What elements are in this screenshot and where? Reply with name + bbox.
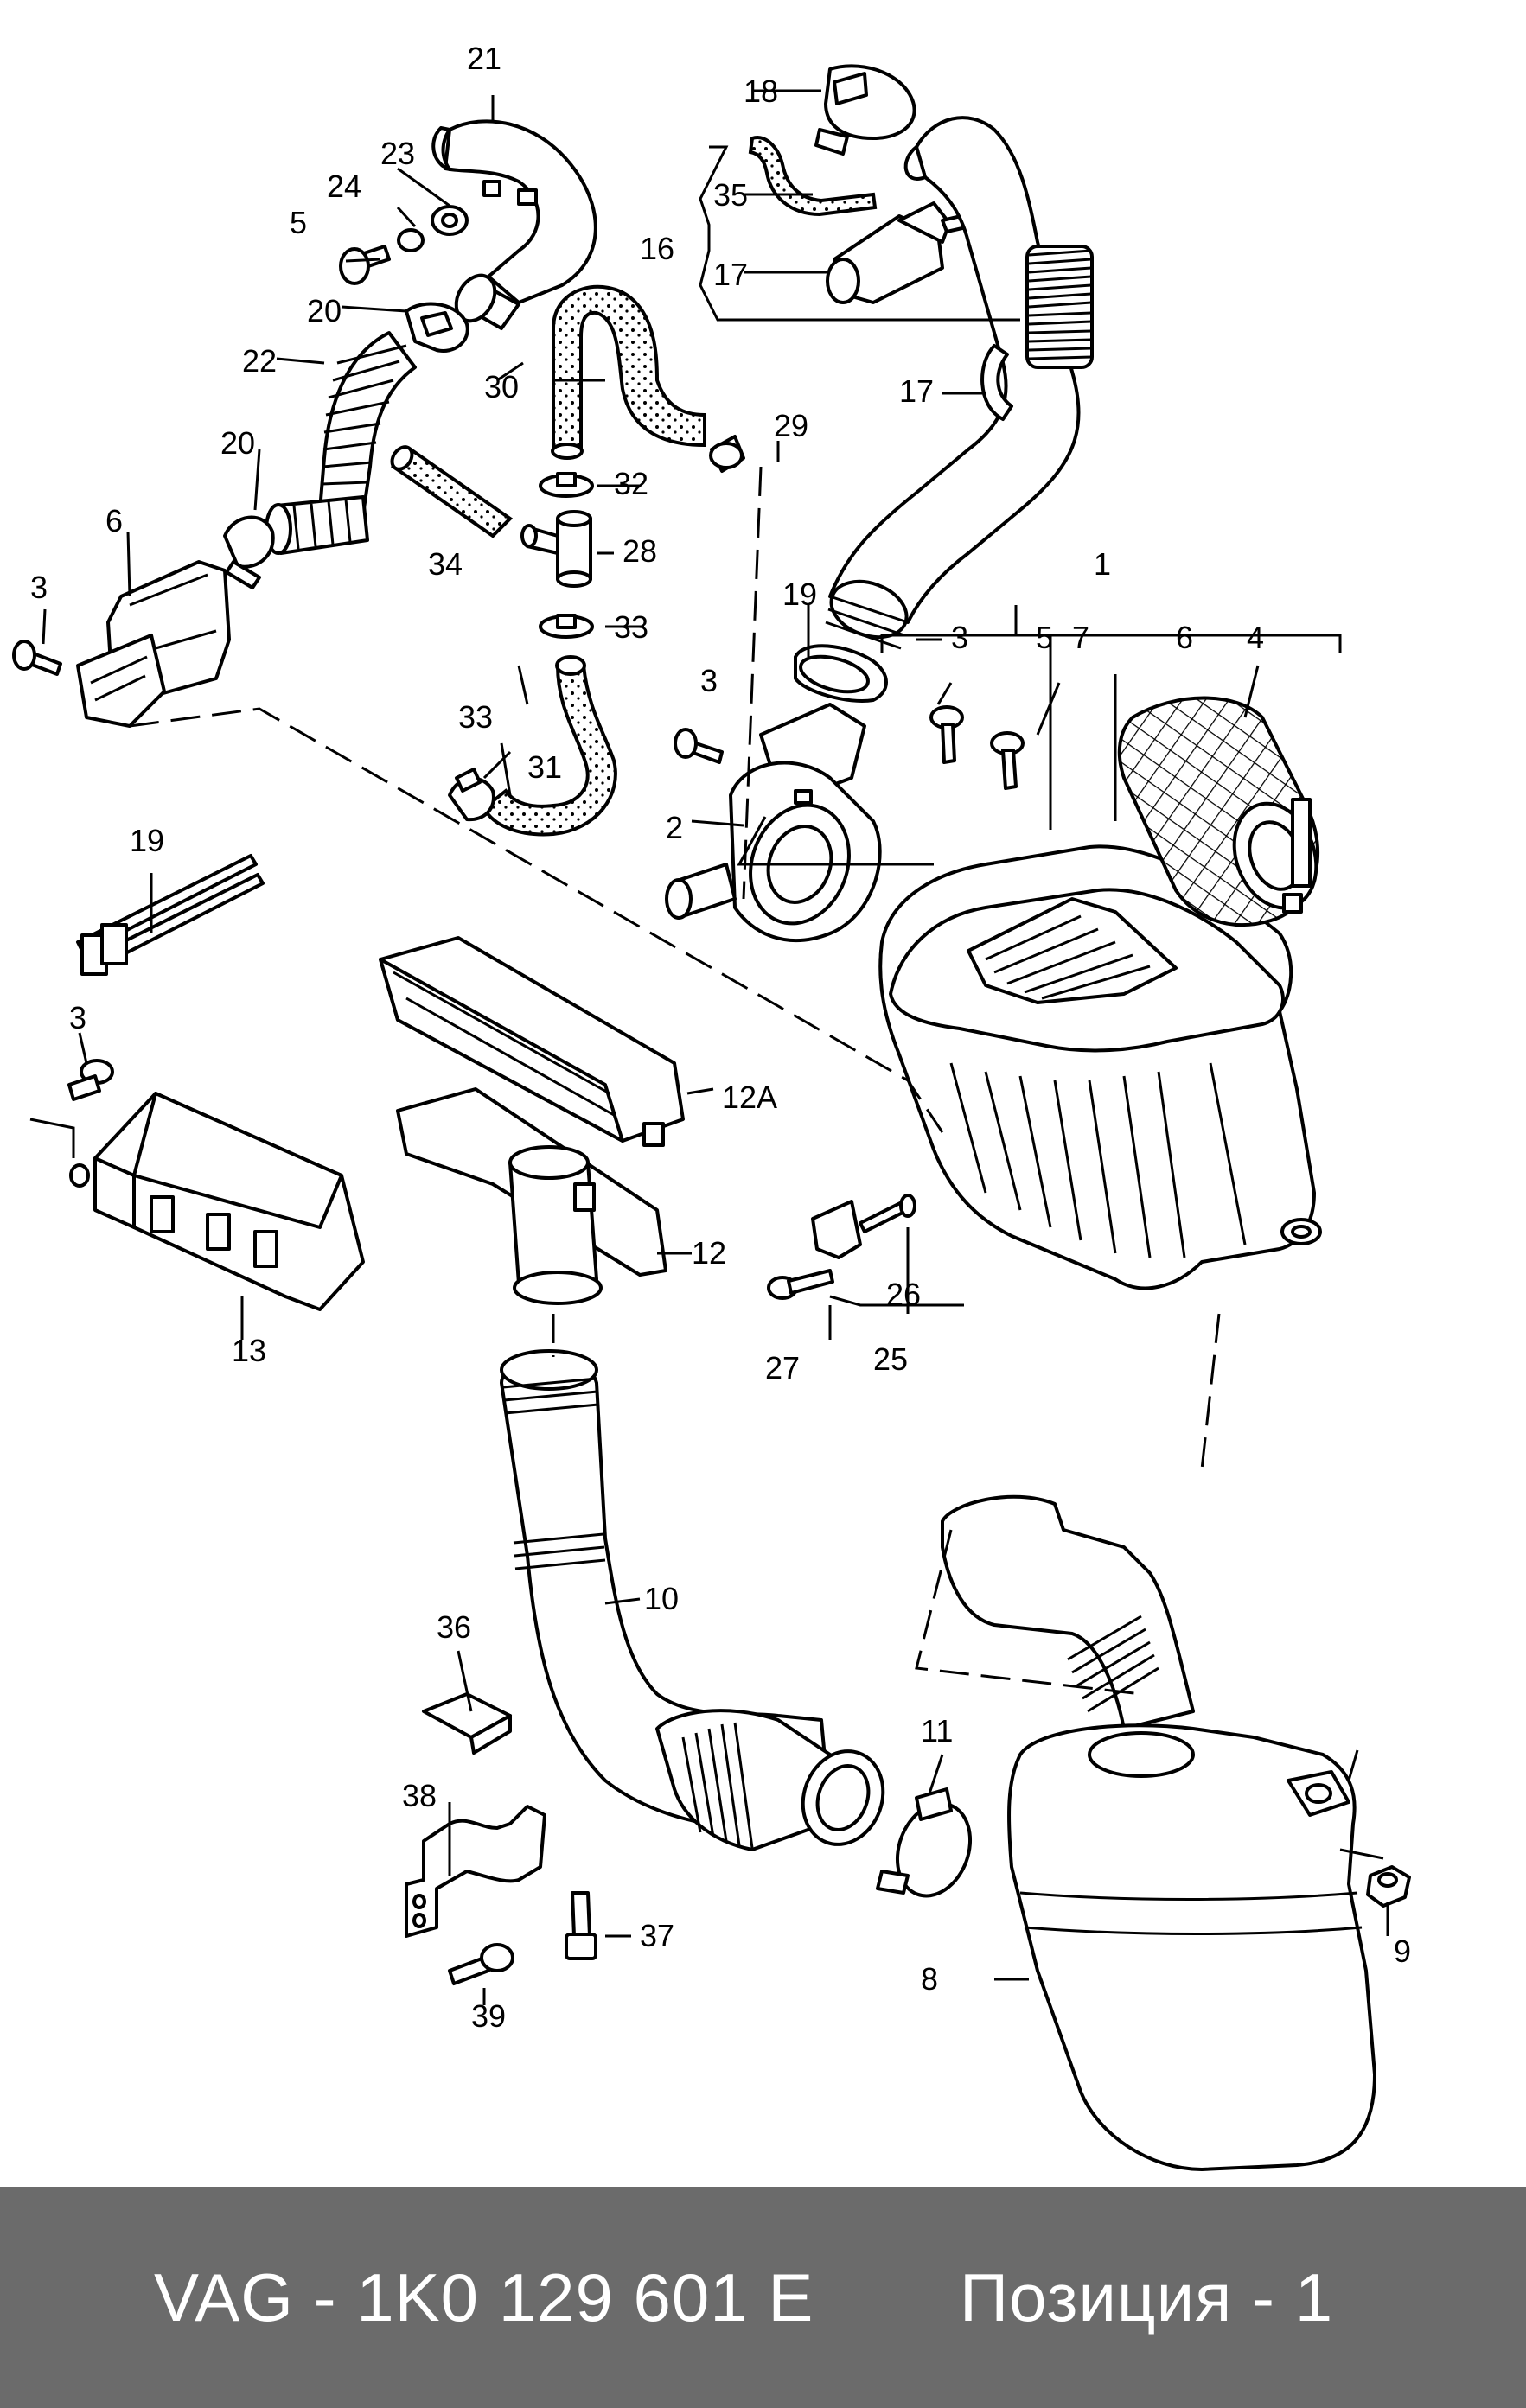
bolt-37 [565,1891,597,1960]
valve-28 [520,510,592,588]
part-1-air-filter-housing [878,844,1322,1290]
callout-33-center: 33 [614,609,648,645]
part-12A-air-intake [379,936,685,1147]
callout-22: 22 [242,343,277,379]
part-4-filter-element [1117,696,1319,927]
screw-7 [990,731,1025,790]
clamp-17 [814,64,916,156]
callout-33-lower: 33 [458,699,493,735]
screw-27 [767,1269,834,1300]
callout-12A: 12A [722,1080,777,1115]
part-21-hose-end [454,273,520,330]
part-number-label: VAG - 1K0 129 601 E [154,2259,814,2335]
callout-17: 18 [744,73,778,109]
callout-19: 19 [130,823,164,858]
bolt-5 [339,245,391,285]
washer-23 [431,205,469,236]
clamp-20-lower [223,515,275,589]
parts-diagram: 21 23 24 5 20 22 20 6 3 30 29 32 34 28 3… [12,41,1411,2171]
nut-9 [1366,1865,1411,1908]
callout-7: 7 [1072,620,1089,655]
clamp-32 [539,472,594,498]
callout-5-right: 5 [1036,620,1053,655]
callout-13: 13 [232,1333,266,1368]
callout-3-left: 3 [30,570,48,605]
callout-28: 28 [623,533,657,569]
leader-lines [29,89,1389,2005]
callout-35: 35 [713,177,748,213]
callout-29: 29 [774,408,808,443]
ring-18 [794,644,888,703]
callout-14: 16 [640,231,674,266]
callout-31: 31 [527,749,562,785]
callout-5-left: 5 [290,205,307,240]
callout-10: 10 [644,1581,679,1616]
clamp-33-lower [448,768,495,822]
callout-24: 24 [327,169,361,204]
callout-20-lower: 20 [220,425,255,461]
washer-24 [397,228,425,252]
bolt-39 [448,1943,514,1985]
part-31-hose [482,655,617,837]
callout-32: 32 [614,466,648,501]
callout-34: 34 [428,546,463,582]
bolt-3-center [674,728,724,764]
bolt-3-left [12,640,62,676]
callout-8: 8 [921,1961,938,1997]
clamp-33-center [539,614,594,639]
callout-39: 39 [471,1998,506,2034]
callout-2: 2 [666,810,683,845]
part-26-bracket [811,1194,916,1259]
callout-6-right: 6 [1176,620,1193,655]
callout-3-center: 3 [700,663,718,698]
part-16-intake-duct [825,116,1094,650]
callout-16: 17 [899,373,934,409]
callout-9: 9 [1394,1933,1411,1969]
callout-labels: 21 23 24 5 20 22 20 6 3 30 29 32 34 28 3… [30,41,1411,2034]
part-35-vacuum-hose [748,136,878,217]
bracket-38 [405,1805,546,1938]
clamp-20-upper [405,302,469,353]
part-34-tube [390,445,514,538]
callout-1: 1 [1094,546,1111,582]
callout-3-right: 3 [951,620,968,655]
callout-3-bracket: 3 [69,1000,86,1035]
part-21-intake-pipe [431,119,597,304]
callout-18: 19 [782,577,817,612]
part-13-bracket [69,1092,365,1311]
callout-12: 12 [692,1235,726,1271]
callout-4: 4 [1247,620,1264,655]
callout-11: 11 [921,1713,953,1749]
callout-36: 36 [437,1609,471,1645]
bolt-3-bracket [67,1059,114,1101]
bracket-36 [422,1692,512,1755]
callout-15: 17 [713,257,748,292]
callout-37: 37 [640,1918,674,1953]
callout-23: 23 [380,136,415,171]
position-label: Позиция - 1 [960,2259,1334,2335]
part-6-resonator-housing [76,560,231,728]
callout-38: 38 [402,1778,437,1813]
part-22-corrugated-hose [265,331,417,555]
screw-5-right [929,705,964,764]
callout-30: 30 [484,369,519,405]
callout-21: 21 [467,41,501,76]
callout-26: 26 [886,1277,921,1312]
callout-25: 25 [873,1341,908,1377]
clamp-29 [709,435,745,473]
clamp-11 [876,1787,973,1898]
part-8-resonator [941,1494,1376,2171]
assembly-lines [129,466,1221,1696]
part-30-breather-hose [551,284,706,460]
part-12-duct [396,1087,667,1305]
part-10-lower-duct [500,1349,885,1851]
callout-27: 27 [765,1350,800,1386]
callout-6-left: 6 [105,503,123,538]
part-19-cable-ties [76,854,265,976]
callout-20-upper: 20 [307,293,342,328]
footer-bar: VAG - 1K0 129 601 E Позиция - 1 [0,2187,1526,2408]
